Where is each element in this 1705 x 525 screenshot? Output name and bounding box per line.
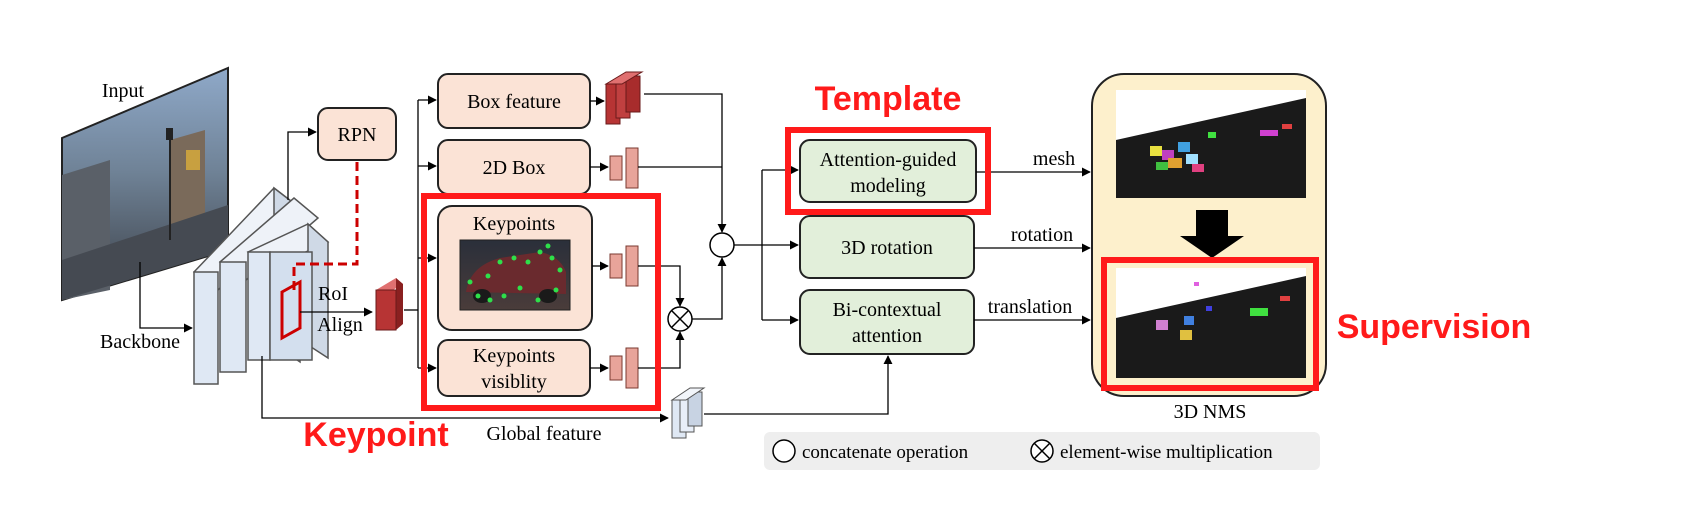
- scene-top: [1116, 90, 1306, 198]
- rpn-dashed-link: [292, 162, 359, 290]
- mesh-label: mesh: [1033, 148, 1075, 170]
- input-image: [61, 66, 229, 302]
- keypoints-visibility-label-2: visiblity: [481, 371, 547, 393]
- translation-label: translation: [988, 296, 1072, 318]
- nms-label: 3D NMS: [1174, 401, 1247, 423]
- input-label: Input: [102, 80, 145, 102]
- rpn-box: [317, 107, 397, 161]
- down-arrow: [1180, 210, 1244, 258]
- legend-multiply-label: element-wise multiplication: [1060, 442, 1273, 463]
- backbone-to-rpn-arrow: [287, 127, 317, 200]
- global-feature-arrow: [261, 356, 669, 423]
- keypoint-annotation: Keypoint: [303, 416, 448, 454]
- keypoints-car-image: [459, 239, 571, 311]
- legend: concatenate operation element-wise multi…: [764, 432, 1320, 470]
- box-feature-cube: [604, 71, 644, 125]
- global-feature-cube: [670, 387, 706, 439]
- legend-multiply-icon: [1030, 439, 1054, 463]
- bicontext-box: [799, 289, 975, 355]
- roi-feature-cube: [375, 278, 403, 331]
- attention-guided-box: [799, 139, 977, 203]
- backbone-blocks: [192, 186, 330, 385]
- supervision-highlight: [1101, 257, 1319, 391]
- bicontext-label-1: Bi-contextual: [833, 299, 942, 321]
- attention-label-1: Attention-guided: [820, 149, 957, 171]
- keypoints-visibility-fc: [609, 347, 639, 389]
- global-feature-label: Global feature: [487, 423, 602, 445]
- box-feature-label: Box feature: [467, 91, 561, 113]
- rotation-3d-label: 3D rotation: [841, 237, 933, 259]
- keypoint-highlight: [421, 193, 661, 411]
- keypoints-label: Keypoints: [473, 213, 555, 235]
- legend-concat-label: concatenate operation: [802, 442, 969, 463]
- bicontext-label-2: attention: [852, 325, 922, 347]
- input-to-backbone-arrow: [139, 262, 193, 333]
- concat-node: [709, 232, 735, 258]
- rotation-3d-box: [799, 215, 975, 279]
- keypoints-visibility-label-1: Keypoints: [473, 345, 555, 367]
- keypoints-fc: [609, 245, 639, 287]
- rotation-label: rotation: [1011, 224, 1073, 246]
- box-feature-to-concat: [644, 93, 727, 233]
- template-annotation: Template: [815, 80, 962, 118]
- align-label: Align: [317, 314, 363, 336]
- global-to-bicontext-arrow: [704, 355, 893, 415]
- rpn-label: RPN: [338, 124, 377, 146]
- scene-bottom: [1116, 268, 1306, 378]
- supervision-annotation: Supervision: [1337, 308, 1532, 346]
- box-2d-fc: [609, 147, 639, 189]
- legend-concat-icon: [772, 439, 796, 463]
- attention-label-2: modeling: [850, 175, 926, 197]
- roi-label: RoI: [318, 283, 348, 305]
- multiply-node: [667, 306, 693, 332]
- backbone-label: Backbone: [100, 331, 180, 353]
- template-highlight: [785, 127, 991, 215]
- box-2d-label: 2D Box: [483, 157, 546, 179]
